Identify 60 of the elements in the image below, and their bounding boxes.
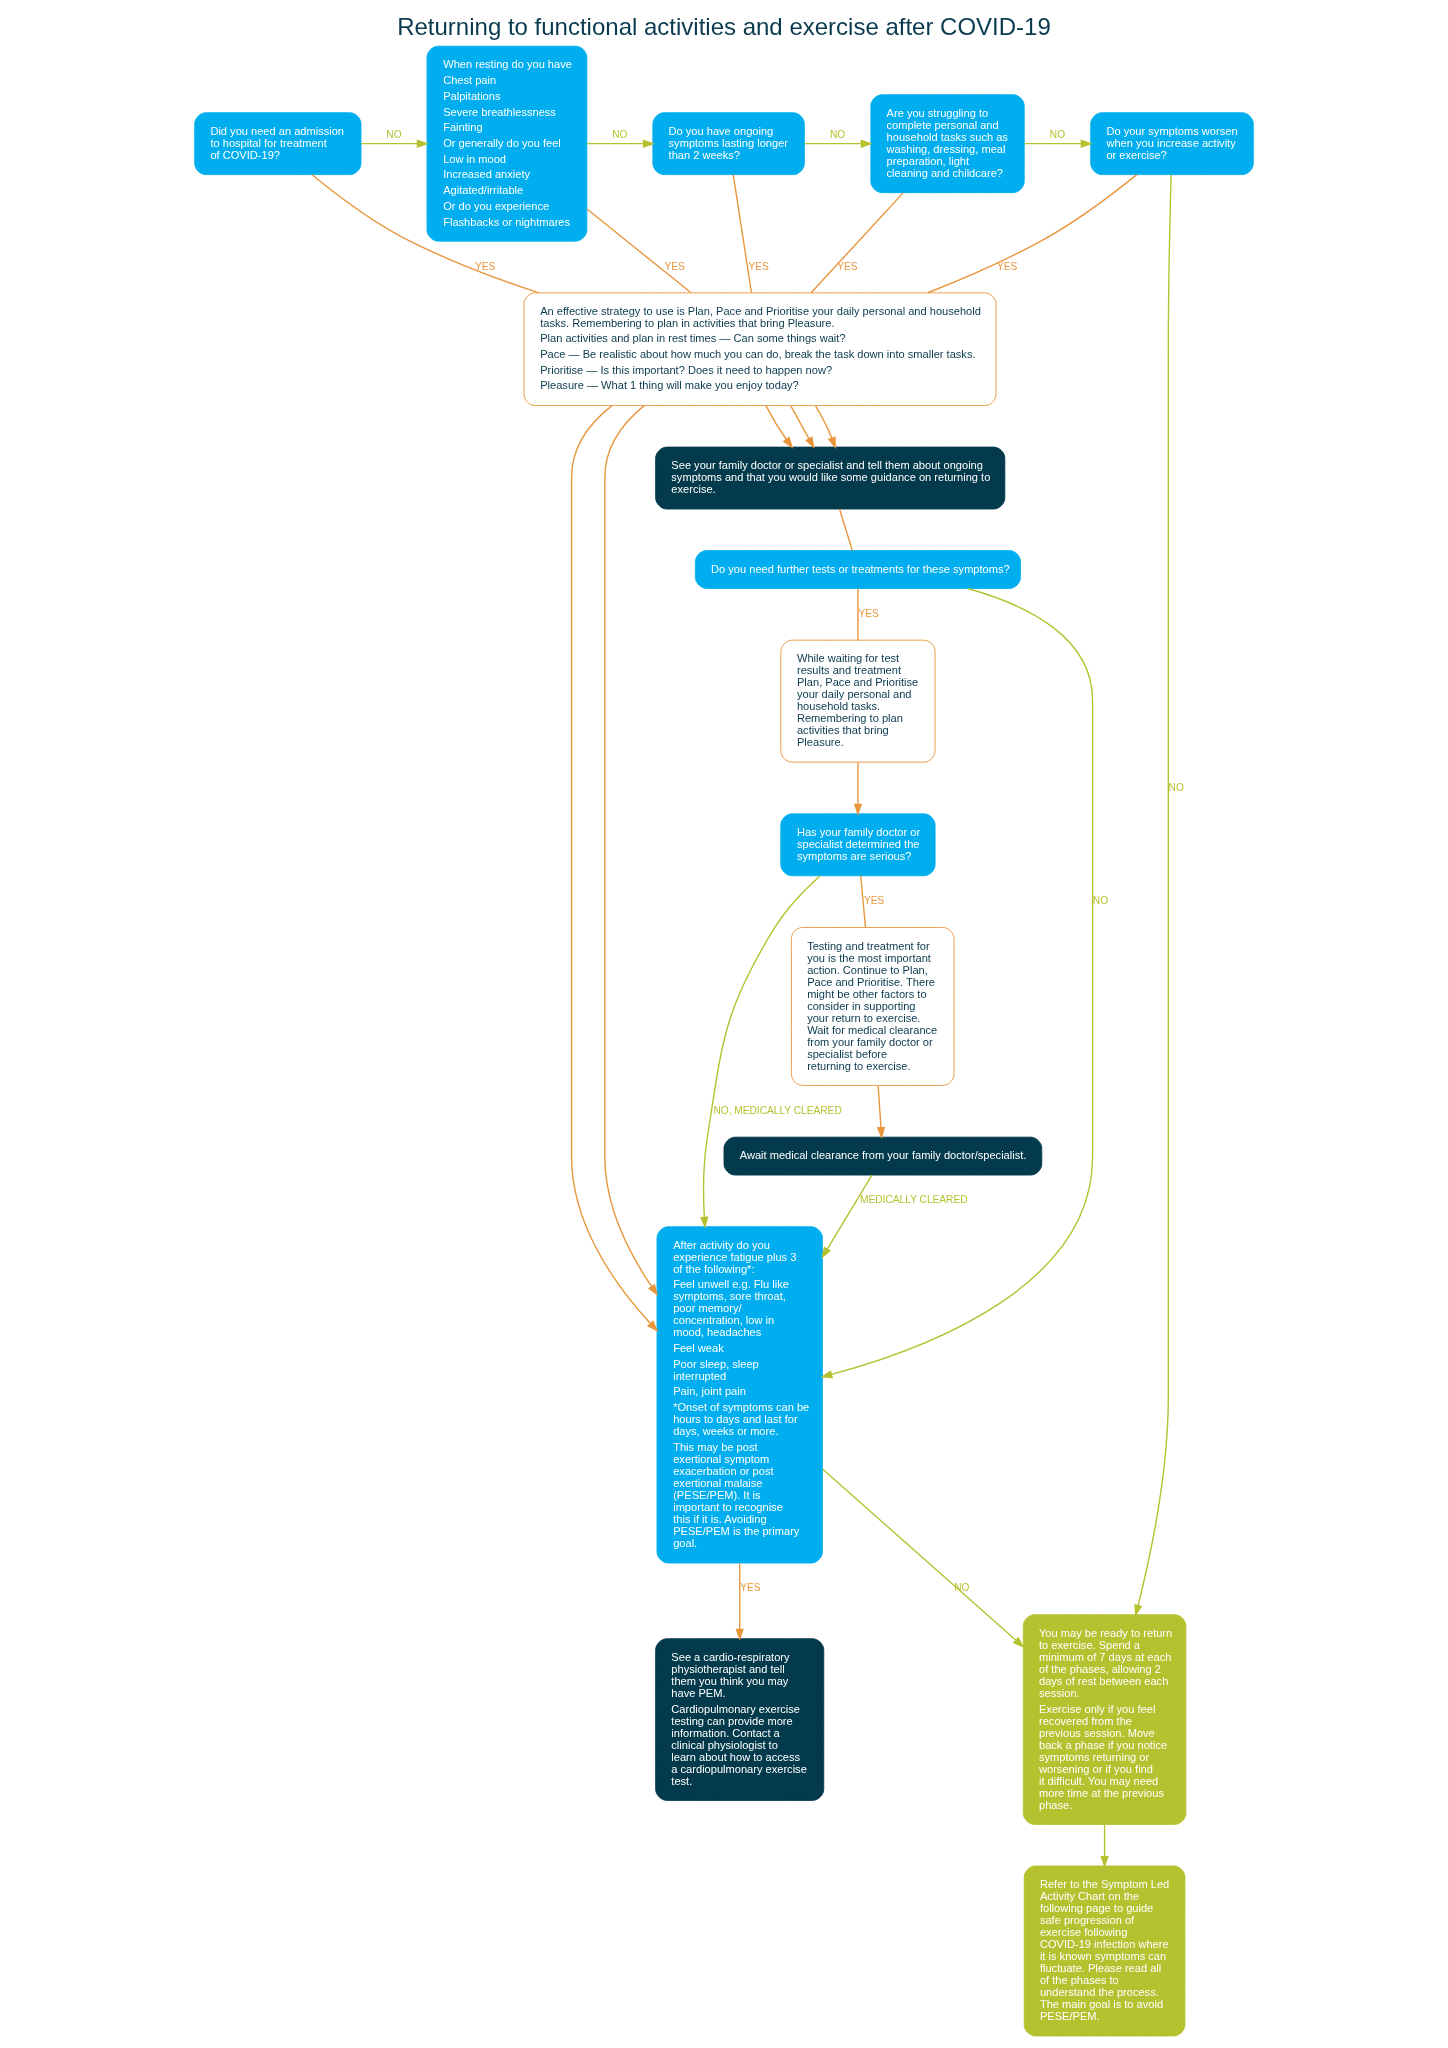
connector	[860, 875, 867, 929]
arrow	[821, 1468, 1025, 1648]
arrow	[765, 405, 794, 449]
diagram-title: Returning to functional activities and exercise after COVID-19	[397, 12, 1051, 40]
arrow	[803, 139, 873, 148]
edge-label: NO	[1168, 781, 1184, 793]
node-box: See a cardio-respiratory physiotherapist and tell them you think you may have PEM. Cardiopulmonary exercise testing can provide more information. Contact a clinical physiologist to learn about how to access a cardiopulmonary exercise test.	[655, 1638, 825, 1801]
edge-label: NO	[1049, 128, 1066, 140]
edge-label: NO, MEDICALLY CLEARED	[713, 1104, 842, 1116]
arrow	[735, 1562, 744, 1641]
arrow	[821, 1174, 873, 1259]
arrow	[1100, 1823, 1109, 1869]
edge-label: YES	[664, 260, 685, 272]
node-box: Do you need further tests or treatments for these symptoms?	[694, 550, 1021, 589]
arrow	[1023, 139, 1093, 148]
connector	[857, 587, 859, 641]
node-box: When resting do you have Chest pain Palpitations Severe breathlessness Fainting Or generally do you feel Low in mood Increased anxiety Agitated/irritable Or do you experience Flashbacks or nightmares	[426, 45, 588, 242]
arrow	[570, 404, 659, 1332]
node-box: Testing and treatment for you is the most important action. Continue to Plan, Pace and Prioritise. There might be other factors to consider in supporting your return to exercise. Wait for medical clearance from your family doctor or specialist before returning to exercise.	[790, 927, 955, 1086]
connector	[838, 508, 854, 552]
edge-label: YES	[748, 260, 769, 272]
node-box: Do your symptoms worsen when you increase activity or exercise?	[1090, 112, 1254, 176]
edge-label: NO	[954, 1582, 970, 1594]
edge-label: NO	[612, 128, 628, 140]
arrow	[790, 405, 815, 449]
node-box: Did you need an admission to hospital for treatment of COVID-19?	[194, 112, 362, 176]
connector	[586, 208, 692, 294]
arrow	[814, 405, 836, 449]
edge-label: NO	[386, 128, 402, 140]
arrow	[604, 404, 659, 1296]
node-box: After activity do you experience fatigue plus 3 of the following*: Feel unwell e.g. Flu like symptoms, sore throat, poor memory/ concentration, low in mood, headaches Feel weak Poor sleep, sleep interrupted Pain, joint pain *Onset of symptoms can be hours to days and last for days, weeks or more. This may be post exertional symptom exacerbation or post exertional malaise (PESE/PEM). It is important to recognise this if it is. Avoiding PESE/PEM is the primary goal.	[656, 1226, 823, 1564]
arrow	[700, 875, 821, 1229]
node-box: Await medical clearance from your family doctor/specialist.	[723, 1136, 1043, 1176]
edge-label: NO	[830, 128, 846, 140]
node-box: An effective strategy to use is Plan, Pace and Prioritise your daily personal and household tasks. Remembering to plan in activities that bring Pleasure. Plan activities and plan in rest times — Can some things wait? Pace — Be realistic about how much you can do, break the task down into smaller tasks. Prioritise — Is this important? Does it need to happen now? Pleasure — What 1 thing will make you enjoy today?	[523, 292, 997, 406]
arrow	[360, 139, 429, 148]
connector	[927, 173, 1138, 294]
node-box: Refer to the Symptom Led Activity Chart on the following page to guide safe progression of exercise following COVID-19 infection where it is known symptoms can fluctuate. Please read all of the phases to understand the process. The main goal is to avoid PESE/PEM.	[1023, 1865, 1186, 2037]
arrow	[586, 139, 655, 148]
edge-label: NO	[1092, 895, 1109, 907]
arrow	[876, 1084, 886, 1139]
arrow	[853, 761, 863, 816]
node-box: Do you have ongoing symptoms lasting longer than 2 weeks?	[652, 112, 805, 176]
edge-label: MEDICALLY CLEARED	[860, 1194, 968, 1206]
arrow	[820, 587, 1094, 1379]
node-box: While waiting for test results and treatment Plan, Pace and Prioritise your daily personal and household tasks. Remembering to plan activities that bring Pleasure.	[780, 639, 936, 763]
connector	[311, 174, 540, 294]
edge-label: YES	[837, 260, 858, 272]
connector	[810, 192, 904, 294]
node-box: Has your family doctor or specialist determined the symptoms are serious?	[780, 813, 936, 877]
node-box: See your family doctor or specialist and tell them about ongoing symptoms and that you would like some guidance on returning to exercise.	[655, 446, 1006, 510]
connector	[732, 173, 753, 294]
arrow	[1134, 173, 1172, 1617]
edge-label: YES	[863, 895, 885, 907]
edge-label: YES	[740, 1582, 761, 1594]
edge-label: YES	[475, 260, 496, 272]
edge-label: YES	[996, 260, 1018, 272]
node-box: Are you struggling to complete personal and household tasks such as washing, dressing, meal preparation, light cleaning and childcare?	[870, 94, 1025, 194]
edge-label: YES	[858, 607, 879, 619]
node-box: You may be ready to return to exercise. Spend a minimum of 7 days at each of the phases, allowing 2 days of rest between each session. Exercise only if you feel recovered from the previous session. Move back a phase if you notice symptoms returning or worsening or if you find it difficult. You may need more time at the previous phase.	[1022, 1614, 1187, 1825]
